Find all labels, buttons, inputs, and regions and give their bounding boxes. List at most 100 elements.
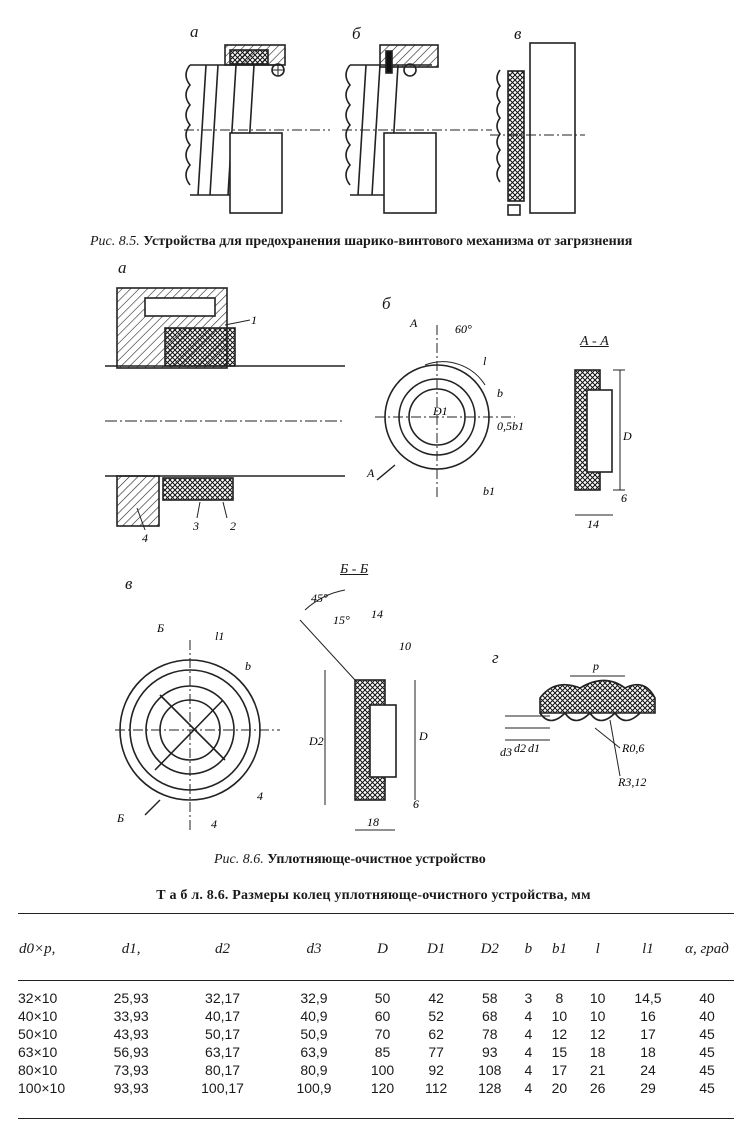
dim-b-05b1: 0,5b1 [497,419,524,433]
table-header: d2 [215,940,231,957]
table-cell: 92 [428,1062,444,1078]
table-header: D [377,940,388,957]
table-cell: 17 [551,1062,568,1078]
fig86-label-v: в [125,574,133,593]
table-cell: 4 [524,1062,533,1078]
fig86v-drawing: Б l1 b 4 4 Б [115,621,280,831]
fig85-label-v: в [514,24,522,43]
fig86-label-a: а [118,258,127,277]
table-header: b1 [551,940,567,957]
dim-b-b1: b1 [483,484,495,498]
dim-v-l1: l1 [215,629,224,643]
table-cell: 21 [589,1062,606,1078]
table-cell: 50×10 [18,1026,58,1042]
table-header: l [595,940,600,957]
table-cell: 40 [699,1008,715,1024]
table-cell: 42 [428,990,444,1006]
dim-v-B-top: Б [156,621,164,635]
table-cell: 100,17 [201,1080,244,1096]
table-cell: 77 [428,1044,444,1060]
fig85-caption-text: Устройства для предохранения шарико-винт… [143,234,633,249]
table-cell: 4 [524,1044,533,1060]
table-cell: 78 [481,1026,498,1042]
dim-bb-6: 6 [413,797,419,811]
table-cell: 50,17 [205,1026,241,1042]
dim-b-A-bottom: А [366,466,375,480]
table-header: D2 [480,940,499,957]
callout-1: 1 [251,313,257,327]
table-cell: 29 [640,1080,656,1096]
table-cell: 17 [640,1026,656,1042]
dim-v-4-right: 4 [257,789,263,803]
table-cell: 58 [481,990,498,1006]
table-cell: 62 [428,1026,444,1042]
table-cell: 60 [374,1008,391,1024]
dim-g-d3: d3 [500,745,512,759]
table-cell: 128 [478,1080,502,1096]
table-cell: 100 [370,1062,395,1078]
table-cell: 25,93 [113,990,149,1006]
fig85v-screw [490,42,585,216]
table-cell: 20 [551,1080,568,1096]
fig85-caption-num: Рис. 8.5. [90,234,140,249]
fig85-label-a: а [190,22,199,41]
dimensions-table: d0×p, d1, d2 d3 D D1 D2 b b1 l l1 α, гра… [18,915,734,1097]
table-cell: 93,93 [113,1080,149,1096]
dim-v-b: b [245,659,251,673]
dim-bb-45: 45° [311,591,328,605]
fig86-label-g: г [492,648,499,667]
table-cell: 93 [481,1044,498,1060]
table-cell: 52 [428,1008,444,1024]
table-cell: 18 [640,1044,656,1060]
table-cell: 18 [589,1044,606,1060]
table-cell: 3 [524,990,533,1006]
table-cell: 10 [589,990,606,1006]
table-header: l1 [642,940,654,957]
fig86-caption-num: Рис. 8.6. [214,852,264,867]
callout-4: 4 [142,531,148,545]
table-cell: 32,9 [300,990,328,1006]
table-cell: 63×10 [18,1044,58,1060]
dim-g-d2: d2 [514,741,526,755]
table-cell: 68 [481,1008,498,1024]
table-rule-bottom [18,1118,734,1119]
dim-g-r06: R0,6 [621,741,644,755]
dim-b-b: b [497,386,503,400]
table-cell: 4 [524,1026,533,1042]
fig86a-drawing: 1 2 3 4 [105,287,345,545]
fig86g-drawing: p d3 d2 d1 R0,6 R3,12 [500,659,656,789]
table-cell: 12 [589,1026,606,1042]
table-cell: 45 [699,1026,715,1042]
table-cell: 4 [524,1080,533,1096]
table-rule-top [18,913,734,914]
table-cell: 85 [374,1044,391,1060]
table-cell: 120 [370,1080,395,1096]
fig85-caption: Рис. 8.5. Устройства для предохранения ш… [90,234,632,250]
table-cell: 40×10 [18,1008,58,1024]
table-cell: 73,93 [113,1062,149,1078]
table-cell: 63,9 [300,1044,328,1060]
table-cell: 12 [551,1026,568,1042]
table-cell: 108 [478,1062,502,1078]
fig86-section-aa: А - А [580,334,609,349]
dim-aa-14: 14 [587,517,599,531]
table-cell: 45 [699,1080,715,1096]
table-header: d3 [306,940,322,957]
table-cell: 80,17 [205,1062,241,1078]
table-header: d1, [121,940,141,957]
dim-bb-D2: D2 [308,734,324,748]
dim-bb-15: 15° [333,613,350,627]
table-header: b [524,940,533,957]
table-cell: 10 [551,1008,568,1024]
table-cell: 26 [589,1080,606,1096]
fig85-drawing [184,42,585,216]
table-cell: 100,9 [296,1080,332,1096]
table-cell: 14,5 [634,990,662,1006]
table-cell: 32,17 [205,990,241,1006]
fig85b-screw [342,44,492,214]
